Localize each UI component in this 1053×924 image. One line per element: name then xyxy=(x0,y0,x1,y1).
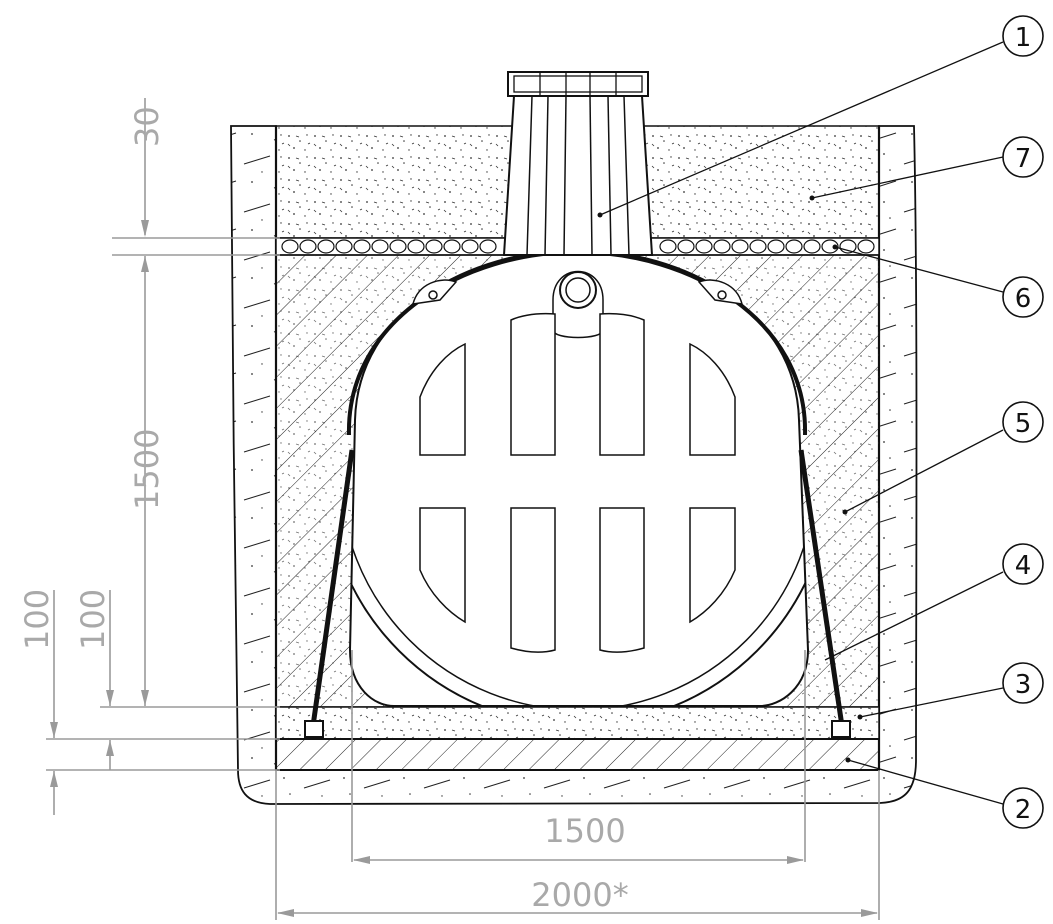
surrounding-soil xyxy=(230,125,918,805)
callout-leaders xyxy=(597,41,1004,805)
callout-1: 1 xyxy=(1002,15,1044,57)
dim-base-slab-label: 100 xyxy=(18,589,56,650)
insulation-bead xyxy=(353,239,371,254)
dim-top-layer-label: 30 xyxy=(128,106,166,147)
insulation-bead xyxy=(695,239,713,254)
callout-1-label: 1 xyxy=(1015,23,1032,53)
callout-4: 4 xyxy=(1002,543,1044,585)
insulation-bead xyxy=(335,239,353,254)
dim-sand-bed-label: 100 xyxy=(74,589,112,650)
insulation-bead xyxy=(857,239,875,254)
horizontal-dimensions: 1500 2000* xyxy=(275,650,880,920)
insulation-bead xyxy=(479,239,497,254)
insulation-bead xyxy=(299,239,317,254)
insulation-bead xyxy=(839,239,857,254)
insulation-bead xyxy=(677,239,695,254)
dim-tank-width-label: 1500 xyxy=(544,812,625,850)
insulation-bead xyxy=(821,239,839,254)
insulation-bead xyxy=(461,239,479,254)
left-anchor-block xyxy=(304,720,324,738)
callout-6: 6 xyxy=(1002,276,1044,318)
callout-3: 3 xyxy=(1002,662,1044,704)
tank-body xyxy=(346,248,810,707)
callout-2-label: 2 xyxy=(1015,795,1032,825)
insulation-bead xyxy=(767,239,785,254)
dim-pit-width-label: 2000* xyxy=(531,876,628,914)
callout-5: 5 xyxy=(1002,401,1044,443)
callout-6-label: 6 xyxy=(1015,284,1032,314)
insulation-bead xyxy=(659,239,677,254)
anchor-straps xyxy=(304,449,851,738)
insulation-bead xyxy=(281,239,299,254)
dim-tank-height-label: 1500 xyxy=(128,429,166,510)
callout-4-label: 4 xyxy=(1015,551,1032,581)
insulation-bead xyxy=(713,239,731,254)
insulation-bead xyxy=(407,239,425,254)
callout-3-label: 3 xyxy=(1015,670,1032,700)
insulation-bead xyxy=(803,239,821,254)
insulation-bead xyxy=(389,239,407,254)
insulation-bead xyxy=(749,239,767,254)
insulation-bead xyxy=(785,239,803,254)
riser-neck xyxy=(502,71,654,256)
insulation-bead xyxy=(317,239,335,254)
insulation-bead xyxy=(443,239,461,254)
callout-7-label: 7 xyxy=(1015,144,1032,174)
insulation-bead xyxy=(731,239,749,254)
callout-5-label: 5 xyxy=(1015,409,1032,439)
insulation-bead xyxy=(425,239,443,254)
callout-2: 2 xyxy=(1002,787,1044,829)
vertical-dimensions: 30 1500 100 100 xyxy=(18,98,280,815)
insulation-bead xyxy=(371,239,389,254)
callout-7: 7 xyxy=(1002,136,1044,178)
right-anchor-block xyxy=(831,720,851,738)
layer-2-base-slab xyxy=(275,738,880,771)
